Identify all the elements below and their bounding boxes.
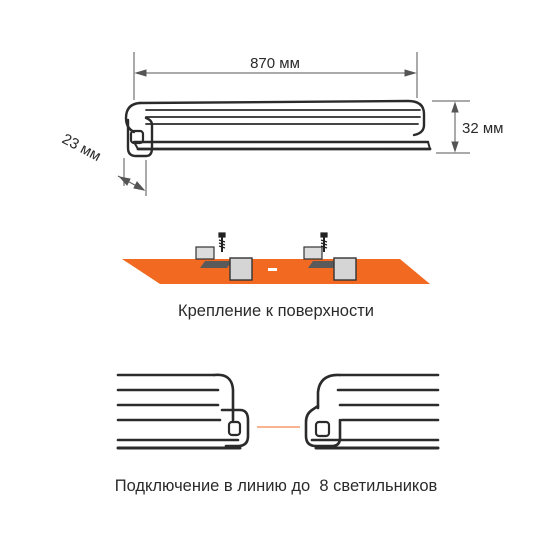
height-label: 32 мм bbox=[462, 120, 503, 137]
length-label: 870 мм bbox=[250, 55, 300, 72]
length-dimension bbox=[133, 52, 418, 100]
depth-label: 23 мм bbox=[59, 131, 104, 165]
surface-mount-caption: Крепление к поверхности bbox=[178, 302, 374, 320]
mounting-bracket-icon bbox=[303, 246, 357, 281]
lamp-right-end bbox=[304, 373, 440, 450]
surface-mount-illustration bbox=[122, 232, 430, 284]
chain-connection-caption: Подключение в линию до 8 светильников bbox=[115, 477, 438, 495]
screw-icon bbox=[320, 232, 328, 252]
screw-icon bbox=[218, 232, 226, 252]
depth-dimension bbox=[117, 158, 147, 196]
surface-mark bbox=[268, 268, 277, 271]
mounting-surface bbox=[122, 259, 430, 284]
lamp-body bbox=[124, 99, 432, 158]
lamp-left-end bbox=[116, 373, 250, 450]
lamp-overview: 870 мм 32 мм 23 мм bbox=[59, 52, 503, 196]
height-dimension bbox=[432, 100, 470, 154]
mounting-bracket-icon bbox=[195, 246, 253, 281]
